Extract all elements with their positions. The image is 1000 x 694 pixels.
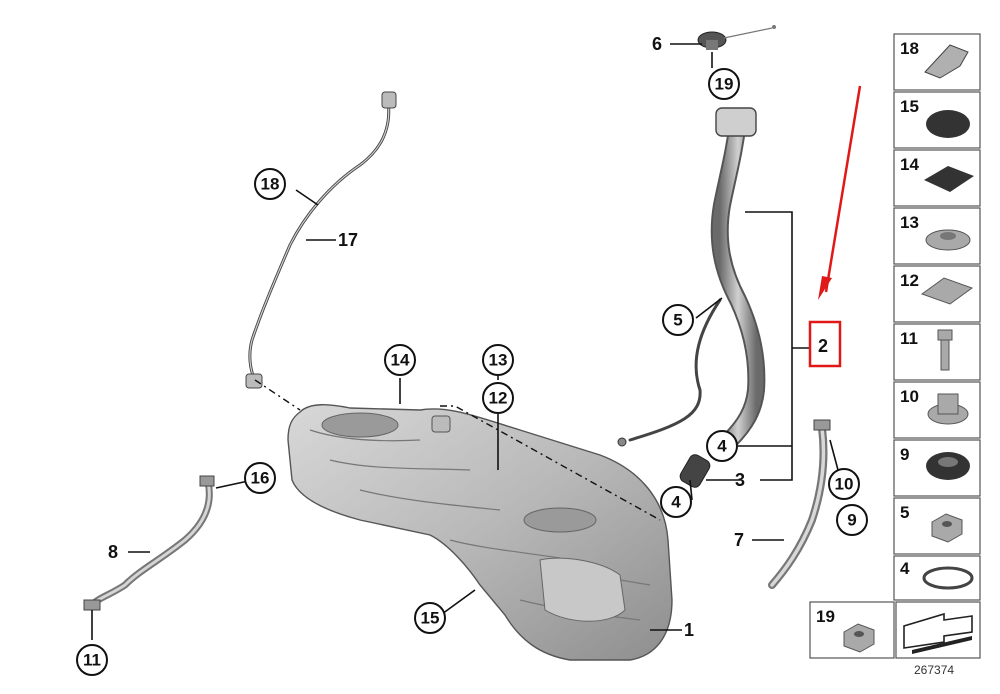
leader-lines [91,43,839,640]
callout-8: 8 [108,542,118,562]
callout-4-lower: 4 [660,486,692,518]
panel-cell-12: 12 [893,265,981,323]
svg-text:5: 5 [673,311,682,330]
svg-text:14: 14 [900,155,919,174]
filler-pipe [617,107,766,449]
panel-cell-18: 18 [893,33,981,91]
svg-text:19: 19 [816,607,835,626]
tank-strap-8 [83,475,215,611]
callout-6: 6 [652,34,662,54]
svg-text:15: 15 [900,97,919,116]
callout-4-upper: 4 [706,430,738,462]
svg-text:13: 13 [900,213,919,232]
svg-text:4: 4 [671,493,681,512]
panel-cell-19: 19 [809,601,895,659]
vent-line [245,91,397,389]
svg-text:18: 18 [900,39,919,58]
fuel-tank [287,404,673,661]
tether-cap-6 [697,25,776,50]
svg-text:10: 10 [900,387,919,406]
catalog-number: 267374 [914,663,954,677]
svg-text:10: 10 [835,475,854,494]
svg-text:11: 11 [900,329,918,348]
parts-panel: 18 15 14 13 12 11 [809,33,981,677]
svg-text:14: 14 [391,351,410,370]
callout-18: 18 [254,168,286,200]
callout-19: 19 [708,68,740,100]
panel-cell-arrow-symbol [895,601,981,659]
tank-strap-7 [768,419,831,589]
callout-1: 1 [684,620,694,640]
svg-text:4: 4 [717,437,727,456]
panel-cell-5: 5 [893,497,981,555]
routing-dashline [254,379,661,521]
panel-cell-13: 13 [893,207,981,265]
svg-text:12: 12 [900,271,919,290]
callout-17: 17 [338,230,358,250]
callout-14: 14 [384,344,416,376]
panel-cell-10: 10 [893,381,981,439]
callout-2-highlighted: 2 [808,320,842,368]
panel-cell-4: 4 [893,555,981,601]
svg-text:5: 5 [900,503,909,522]
callout-10: 10 [828,468,860,500]
panel-cell-15: 15 [893,91,981,149]
callout-13: 13 [482,344,514,376]
hose-3 [679,454,711,488]
callout-16: 16 [244,462,276,494]
callout-7: 7 [734,530,744,550]
svg-text:12: 12 [489,389,508,408]
panel-cell-14: 14 [893,149,981,207]
svg-text:15: 15 [421,609,440,628]
svg-text:2: 2 [818,336,828,356]
callout-11: 11 [76,644,108,676]
svg-text:18: 18 [261,175,280,194]
svg-text:16: 16 [251,469,270,488]
svg-text:13: 13 [489,351,508,370]
svg-text:9: 9 [900,445,909,464]
svg-text:11: 11 [83,651,101,670]
callout-15: 15 [414,602,446,634]
red-pointer-arrow [818,85,862,300]
panel-cell-9: 9 [893,439,981,497]
callout-3: 3 [735,470,745,490]
svg-text:19: 19 [715,75,734,94]
callout-12: 12 [482,382,514,414]
callout-5: 5 [662,304,694,336]
panel-cell-11: 11 [893,323,981,381]
callout-9: 9 [836,504,868,536]
svg-text:9: 9 [847,511,856,530]
callouts: 6 17 1 8 3 7 19 18 14 13 12 16 [76,34,868,676]
svg-text:4: 4 [900,559,910,578]
